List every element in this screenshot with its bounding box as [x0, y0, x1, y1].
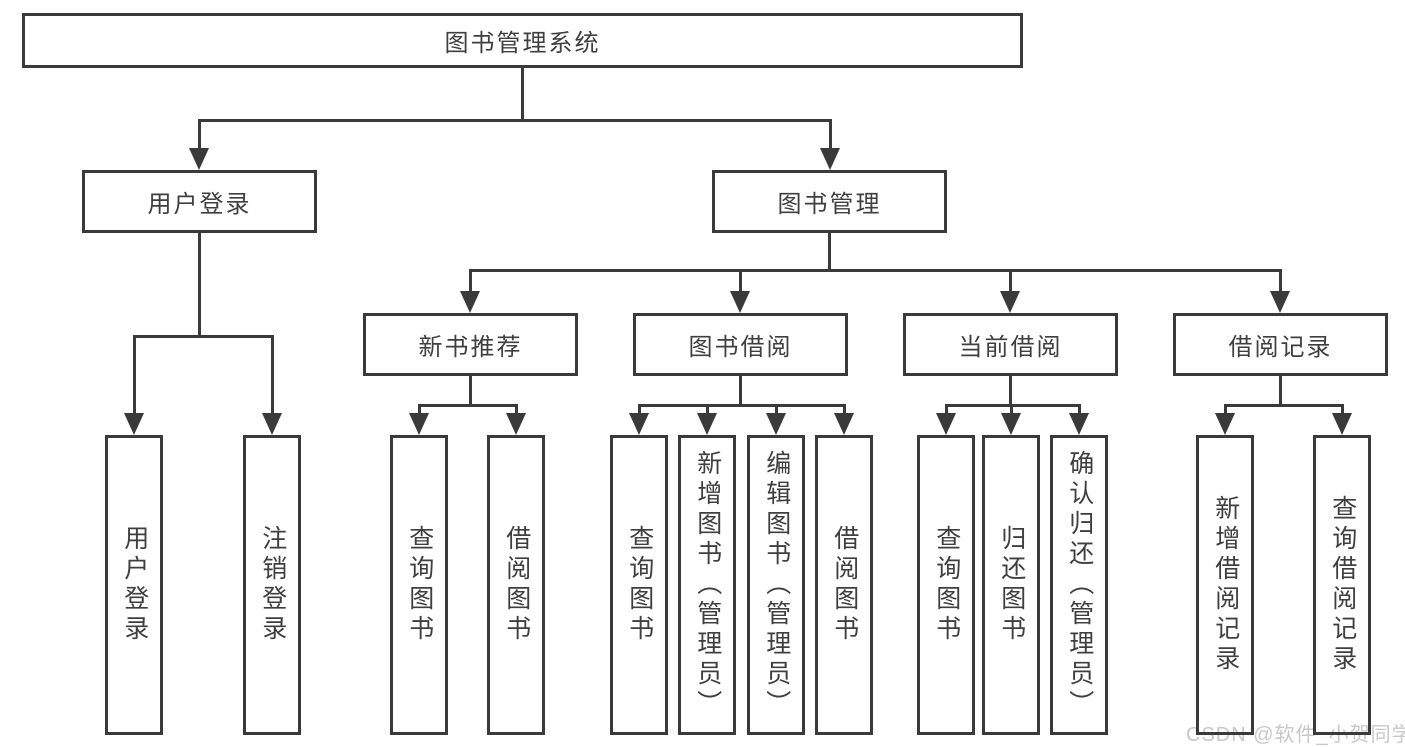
connector-shaft	[1341, 404, 1344, 417]
arrow-down-icon	[936, 413, 956, 435]
leaf-add-borrow-record-label: 新增借阅记录	[1211, 495, 1240, 675]
leaf-borrow-books-borrowing: 借阅图书	[815, 435, 873, 735]
arrow-down-icon	[820, 148, 840, 170]
leaf-query-books-recommend-label: 查询图书	[405, 525, 434, 645]
connector-shaft	[515, 404, 518, 417]
leaf-add-books-admin-label: 新增图书（管理员）	[693, 450, 722, 720]
leaf-borrow-books-recommend: 借阅图书	[487, 435, 545, 735]
connector-book-management-stem	[828, 232, 831, 271]
connector-root-branch	[198, 119, 832, 122]
arrow-down-icon	[1215, 413, 1235, 435]
connector-shaft	[1279, 269, 1282, 295]
arrow-down-icon	[1001, 413, 1021, 435]
connector-recommend-stem	[469, 375, 472, 407]
connector-current-stem	[1009, 375, 1012, 407]
connector-shaft	[945, 404, 948, 417]
leaf-query-books-borrowing: 查询图书	[610, 435, 668, 735]
arrow-down-icon	[629, 413, 649, 435]
leaf-borrow-books-recommend-label: 借阅图书	[502, 525, 531, 645]
leaf-confirm-return-admin: 确认归还（管理员）	[1050, 435, 1108, 735]
connector-book-management-branch	[469, 269, 1282, 272]
connector-shaft	[469, 269, 472, 295]
leaf-query-books-recommend: 查询图书	[390, 435, 448, 735]
node-book-management-label: 图书管理	[777, 191, 882, 218]
node-borrowing-records-label: 借阅记录	[1228, 334, 1333, 361]
connector-shaft	[1224, 404, 1227, 417]
arrow-down-icon	[834, 413, 854, 435]
leaf-query-borrow-record: 查询借阅记录	[1313, 435, 1371, 735]
arrow-down-icon	[506, 413, 526, 435]
connector-current-branch	[945, 404, 1081, 407]
arrow-down-icon	[1069, 413, 1089, 435]
leaf-query-books-borrowing-label: 查询图书	[625, 525, 654, 645]
connector-shaft	[843, 404, 846, 417]
connector-shaft	[198, 119, 201, 151]
arrow-down-icon	[697, 413, 717, 435]
arrow-down-icon	[460, 291, 480, 313]
arrow-down-icon	[409, 413, 429, 435]
connector-shaft	[1010, 404, 1013, 417]
arrow-down-icon	[124, 413, 144, 435]
arrow-down-icon	[766, 413, 786, 435]
connector-records-stem	[1279, 375, 1282, 407]
node-new-book-recommendation: 新书推荐	[363, 313, 578, 376]
node-user-login-label: 用户登录	[147, 191, 252, 218]
node-current-borrowing: 当前借阅	[903, 313, 1118, 376]
node-root: 图书管理系统	[22, 13, 1023, 68]
leaf-return-books-label: 归还图书	[997, 525, 1026, 645]
watermark: CSDN @软件_小贺同学	[1186, 724, 1405, 746]
node-book-management: 图书管理	[712, 170, 947, 233]
connector-user-login-stem	[198, 232, 201, 337]
leaf-add-books-admin: 新增图书（管理员）	[678, 435, 736, 735]
leaf-confirm-return-admin-label: 确认归还（管理员）	[1065, 450, 1094, 720]
connector-shaft	[1009, 269, 1012, 295]
leaf-user-login: 用户登录	[105, 435, 163, 735]
node-borrowing-records: 借阅记录	[1173, 313, 1388, 376]
leaf-borrow-books-borrowing-label: 借阅图书	[830, 525, 859, 645]
node-new-book-recommendation-label: 新书推荐	[418, 334, 523, 361]
connector-shaft	[271, 335, 274, 417]
connector-shaft	[706, 404, 709, 417]
leaf-logout-label: 注销登录	[258, 525, 287, 645]
connector-user-login-branch	[133, 335, 274, 338]
node-book-borrowing: 图书借阅	[633, 313, 848, 376]
arrow-down-icon	[189, 148, 209, 170]
leaf-edit-books-admin-label: 编辑图书（管理员）	[762, 450, 791, 720]
connector-shaft	[418, 404, 421, 417]
leaf-user-login-label: 用户登录	[120, 525, 149, 645]
connector-shaft	[775, 404, 778, 417]
connector-shaft	[133, 335, 136, 417]
leaf-query-borrow-record-label: 查询借阅记录	[1328, 495, 1357, 675]
connector-recommend-branch	[418, 404, 518, 407]
node-book-borrowing-label: 图书借阅	[688, 334, 793, 361]
connector-root-stem	[521, 66, 524, 120]
arrow-down-icon	[1000, 291, 1020, 313]
arrow-down-icon	[1332, 413, 1352, 435]
leaf-query-books-current-label: 查询图书	[932, 525, 961, 645]
leaf-logout: 注销登录	[243, 435, 301, 735]
node-user-login: 用户登录	[82, 170, 317, 233]
arrow-down-icon	[730, 291, 750, 313]
leaf-edit-books-admin: 编辑图书（管理员）	[747, 435, 805, 735]
arrow-down-icon	[1270, 291, 1290, 313]
connector-borrowing-stem	[739, 375, 742, 407]
leaf-query-books-current: 查询图书	[917, 435, 975, 735]
connector-shaft	[638, 404, 641, 417]
connector-shaft	[739, 269, 742, 295]
leaf-add-borrow-record: 新增借阅记录	[1196, 435, 1254, 735]
connector-shaft	[1078, 404, 1081, 417]
connector-shaft	[829, 119, 832, 151]
node-root-label: 图书管理系统	[444, 30, 601, 57]
arrow-down-icon	[262, 413, 282, 435]
node-current-borrowing-label: 当前借阅	[958, 334, 1063, 361]
connector-records-branch	[1224, 404, 1344, 407]
leaf-return-books: 归还图书	[982, 435, 1040, 735]
connector-borrowing-branch	[638, 404, 846, 407]
